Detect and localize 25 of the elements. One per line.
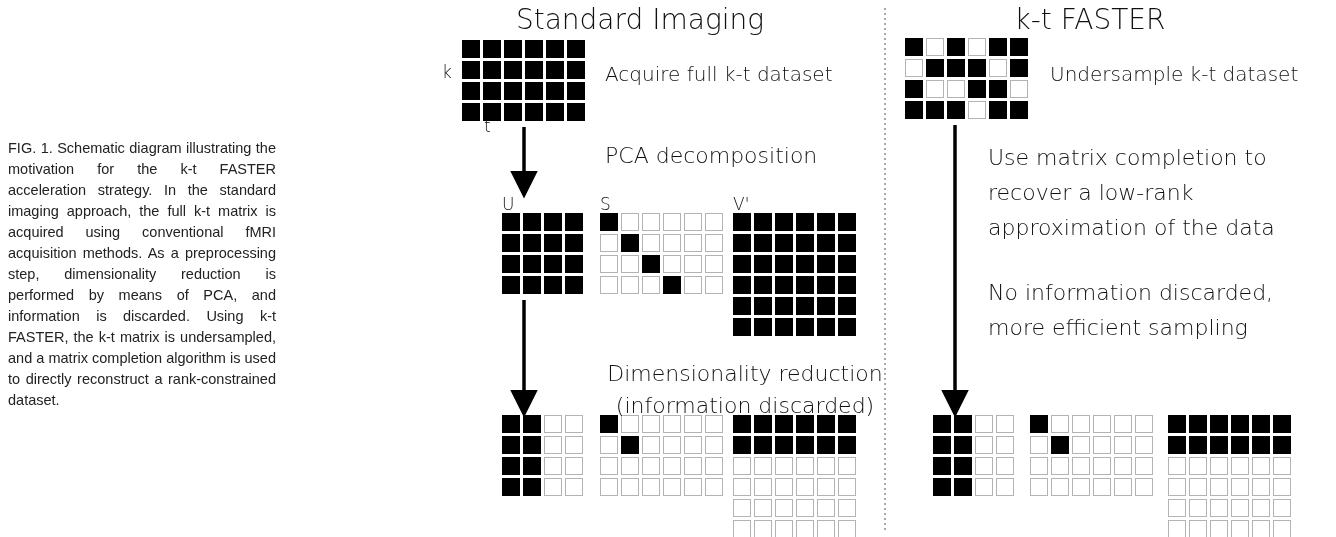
matrix-grid [462,40,585,121]
matrix-grid [1168,415,1291,537]
matrix-label: V' [733,196,750,213]
matrix-grid [733,415,856,537]
column-heading: k-t FASTER [1013,2,1167,38]
column-heading: Standard Imaging [514,2,766,38]
edge-label: Dimensionality reduction (information discarded) [606,360,884,420]
edge-label: Use matrix completion to recover a low-rank approximation of the data [988,144,1276,242]
note-text: No information discarded, more efficient sampling [988,279,1275,342]
matrix-grid [933,415,1014,496]
step-label: Acquire full k-t dataset [605,62,833,86]
edge-label: PCA decomposition [605,142,819,170]
matrix-grid [1030,415,1153,496]
axis-label: t [484,116,491,136]
axis-label: k [442,62,452,82]
matrix-grid [600,415,723,496]
matrix-grid [905,38,1028,119]
matrix-grid [502,415,583,496]
matrix-label: U [502,196,515,213]
arrow [510,127,538,199]
step-label: Undersample k-t dataset [1050,62,1299,86]
arrow [510,300,538,418]
arrow [941,125,969,418]
matrix-label: S [600,196,611,213]
figure-caption: FIG. 1. Schematic diagram illustrating the motivation for the k-t FASTER acceleration strategy. In the standard imaging approach, the full k-t matrix is acquired using conventional fMRI acquisition methods. As a preprocessing step, dimensionality reduction is performed by means of PCA, and information is discarded. Using k-t FASTER, the k-t matrix is undersampled, and a matrix completion algorithm is used to directly reconstruct a rank-constrained dataset. [8,139,276,410]
